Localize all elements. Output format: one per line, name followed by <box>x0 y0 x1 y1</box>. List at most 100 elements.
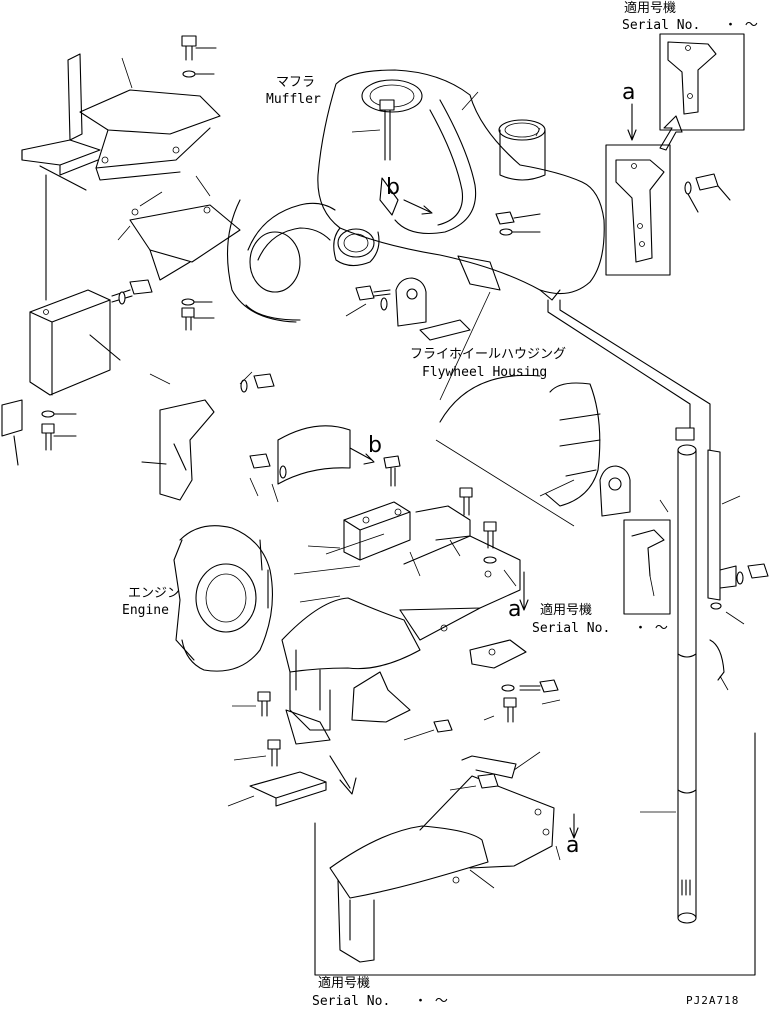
arrow-b-bracket <box>349 447 375 465</box>
serial-label-jp-bottom: 適用号機 <box>318 975 370 991</box>
washer-mid-a <box>501 684 515 692</box>
lower-washer <box>41 410 55 418</box>
leader-upper-bolt <box>195 47 217 75</box>
muffler-mount-ear <box>395 277 471 341</box>
serial-detail-frame-top <box>659 33 745 131</box>
bolt-center-2 <box>249 453 271 469</box>
ref-b-bracket: b <box>368 433 382 458</box>
flywheel-label-jp: フライホイールハウジング <box>410 347 566 362</box>
leader-muffler-nut <box>511 213 541 233</box>
pipe-clamp <box>707 449 737 681</box>
bolt-mid-a <box>539 679 559 693</box>
leader-shim <box>13 435 19 466</box>
serial-range-mid: ・ ～ <box>634 621 668 636</box>
cushion-block <box>29 289 111 396</box>
leader-detail-a <box>687 185 731 213</box>
bolt-mid-a-shank <box>519 685 541 691</box>
left-bolt-set <box>111 279 195 331</box>
assembly-lines-center <box>435 439 575 527</box>
arrow-to-bottom-detail <box>329 755 357 795</box>
detail-a-washer <box>684 181 692 195</box>
lower-shield <box>351 671 411 723</box>
engine-label-jp: エンジン <box>128 586 180 601</box>
bolt-right-2-head <box>483 521 497 532</box>
pipe-band-top <box>675 427 695 441</box>
engine-outline <box>173 525 274 672</box>
muffler-cradle <box>281 597 421 745</box>
leader-front-clamp <box>141 461 167 465</box>
serial-label-en-top: Serial No. <box>622 18 700 33</box>
flywheel-label-en: Flywheel Housing <box>422 365 547 380</box>
arrow-to-top-detail <box>659 115 683 151</box>
upper-bolt <box>181 35 197 78</box>
upper-left-bracket <box>21 53 241 281</box>
detail-clamp <box>631 529 665 577</box>
bolt-mid-b-shank <box>507 706 514 723</box>
serial-label-jp-mid: 適用号機 <box>540 602 592 618</box>
mount-washer <box>380 297 388 311</box>
ref-a-bottom: a <box>566 833 579 858</box>
ref-a-mid: a <box>508 597 521 622</box>
leader-flywheel <box>439 291 491 401</box>
base-plate-edge <box>275 781 327 807</box>
lower-shield-bolt <box>433 719 453 733</box>
bolt-left-low-2-shank <box>271 748 278 767</box>
tail-pipe <box>677 444 697 924</box>
bolt-center-3-shank <box>390 467 396 487</box>
washer-right <box>483 556 497 564</box>
pipe-link-upper <box>547 299 691 431</box>
serial-bracket-top <box>667 41 717 115</box>
ref-a-top: a <box>622 80 635 105</box>
serial-label-jp-top: 適用号機 <box>624 0 676 16</box>
detail-a-bracket <box>615 159 665 263</box>
engine-label-en: Engine <box>122 603 169 618</box>
muffler-nut <box>495 211 515 225</box>
washer-center-2 <box>279 465 287 479</box>
bottom-detail-bolt <box>477 773 499 789</box>
mount-bolt-shank <box>373 289 391 297</box>
detail-frame-clamp <box>623 519 671 615</box>
flywheel-housing <box>439 374 601 507</box>
bolt-left-low-1-head <box>257 691 271 702</box>
muffler <box>317 69 605 301</box>
arrow-a-top <box>627 103 637 141</box>
serial-cradle-bottom <box>329 755 555 963</box>
serial-detail-frame-bottom <box>314 732 756 976</box>
serial-bracket-mid <box>469 639 527 669</box>
curved-plate-b <box>277 425 351 485</box>
mounting-plate <box>343 501 411 561</box>
bolt-center-3 <box>383 455 401 469</box>
serial-range-bottom: ・ ～ <box>414 994 448 1009</box>
clamp-washer <box>736 571 744 585</box>
serial-label-en-mid: Serial No. <box>532 621 610 636</box>
arrow-a-mid <box>519 571 529 611</box>
shim-plate <box>1 399 23 437</box>
lower-bolt-shank <box>45 413 77 451</box>
bolt-left-low-2-head <box>267 739 281 750</box>
arrow-b-head <box>421 205 433 215</box>
clamp-bolt <box>747 563 769 579</box>
main-support-bracket <box>399 505 521 641</box>
lower-bolt-head <box>41 423 55 434</box>
arrow-a-bottom <box>569 813 579 839</box>
ref-b-muffler: b <box>386 175 400 200</box>
flywheel-mount-ear <box>599 465 631 517</box>
muffler-nut-washer <box>499 228 513 236</box>
muffler-label-en: Muffler <box>266 92 321 107</box>
exhaust-pipe <box>226 199 336 323</box>
leader-left-bolts <box>193 301 215 319</box>
serial-label-en-bottom: Serial No. <box>312 994 390 1009</box>
serial-range-top: ・ ～ <box>724 18 758 33</box>
muffler-bolt <box>379 99 395 161</box>
bolt-left-low-1-shank <box>261 700 268 717</box>
detail-a-bolt <box>695 173 719 191</box>
bolt-right-1-shank <box>463 496 470 516</box>
drawing-code: PJ2A718 <box>686 994 739 1007</box>
muffler-label-jp: マフラ <box>276 75 315 90</box>
mount-bolt <box>355 285 375 301</box>
leader-cushion <box>89 334 121 361</box>
leader-lines <box>117 57 745 889</box>
front-clamp-bracket <box>159 399 215 501</box>
arrow-b-line <box>403 199 431 213</box>
